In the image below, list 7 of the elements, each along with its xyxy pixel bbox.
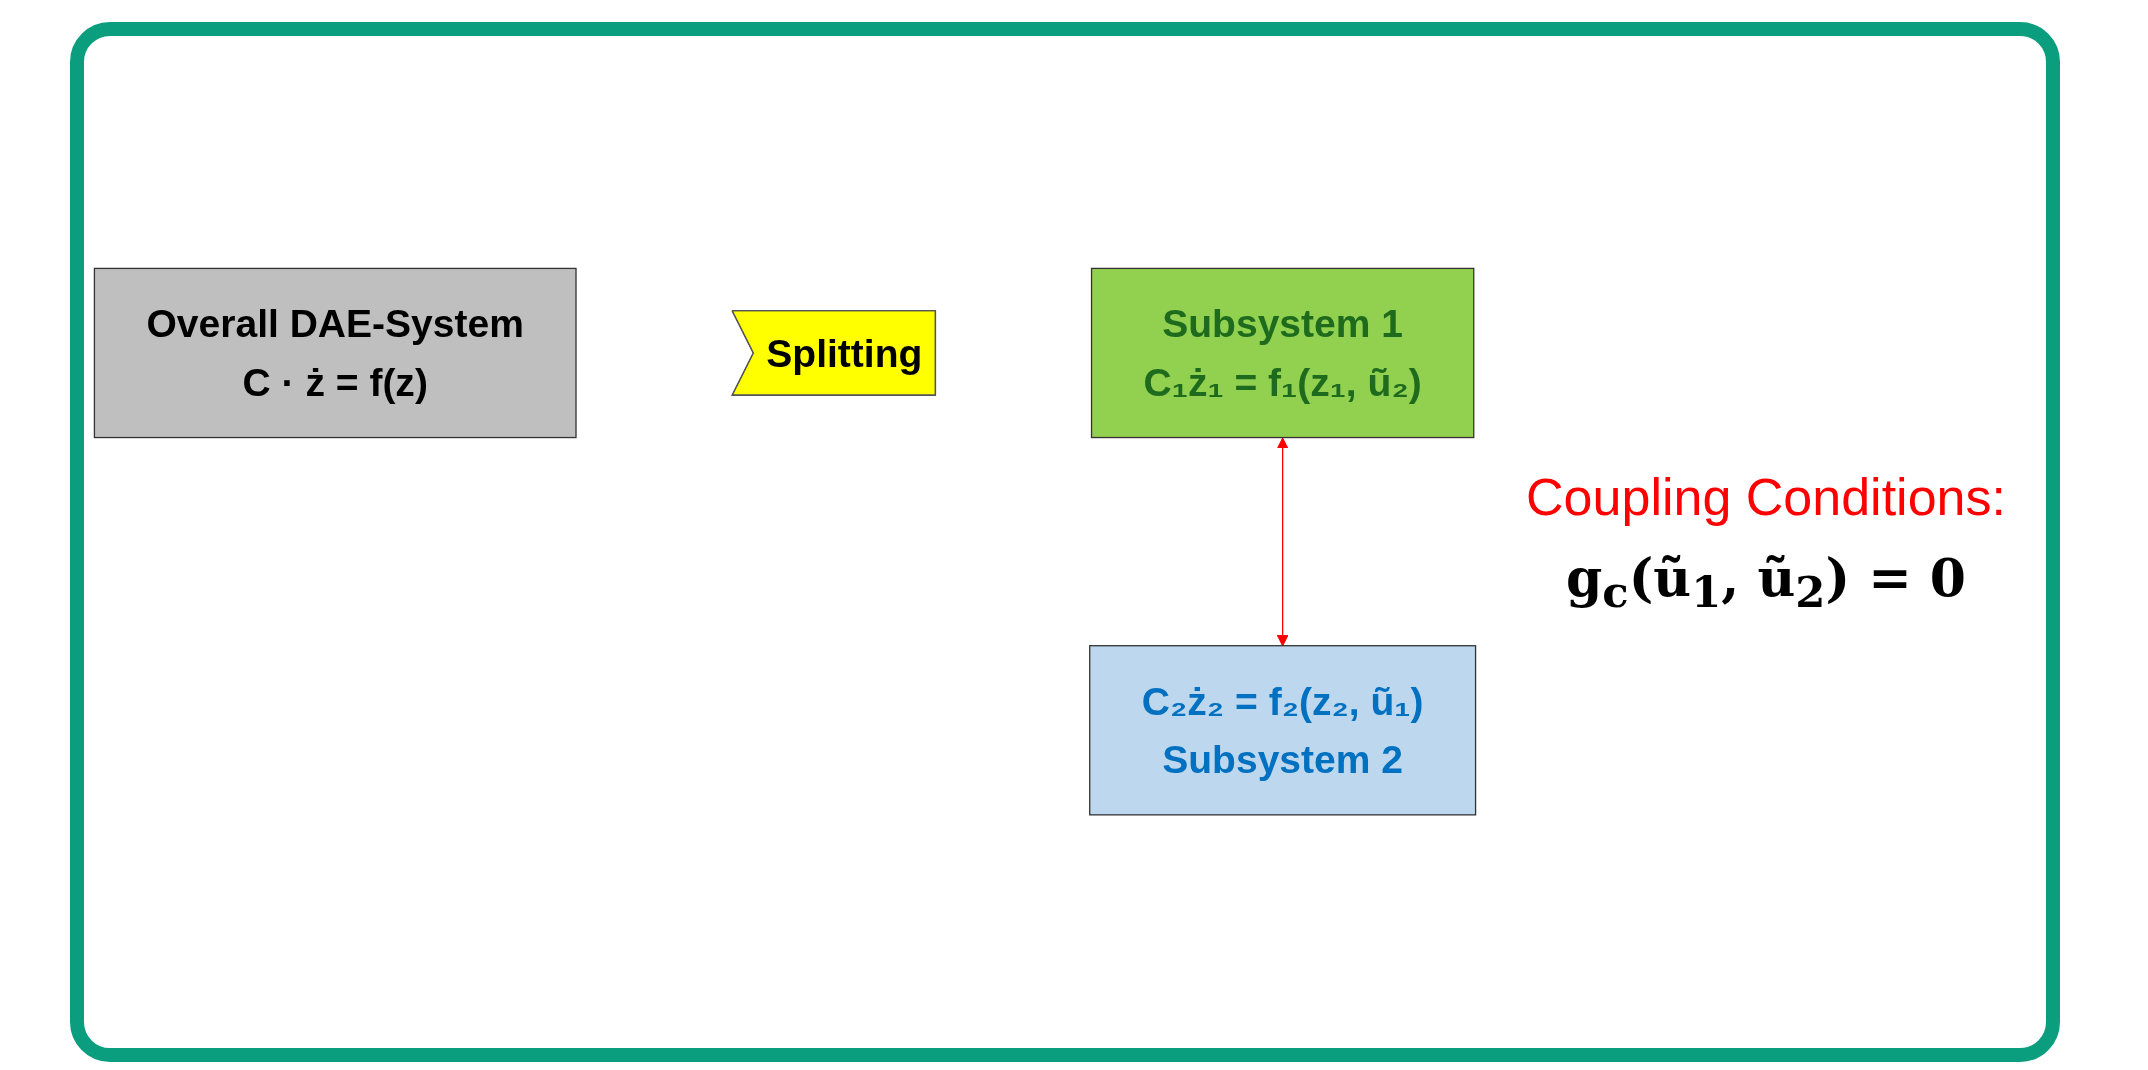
arrow — [1276, 437, 1289, 647]
diagram: Overall DAE-System C · ż = f(z) Splitting Subsystem 1 C₁ż₁ = f₁(z₁, ũ₂) C₂ż₂ = f₂(z₂, ũ₁) Subsystem 2 — [84, 258, 1486, 826]
node-box — [93, 268, 577, 439]
node-box — [1090, 268, 1475, 439]
equation-text: g$_{c}$(ũ$_{1}$, ũ$_{2}$) = 0 — [1564, 546, 1968, 618]
annotation-heading: Coupling Conditions: — [1525, 466, 2007, 527]
node-box — [1089, 645, 1477, 816]
